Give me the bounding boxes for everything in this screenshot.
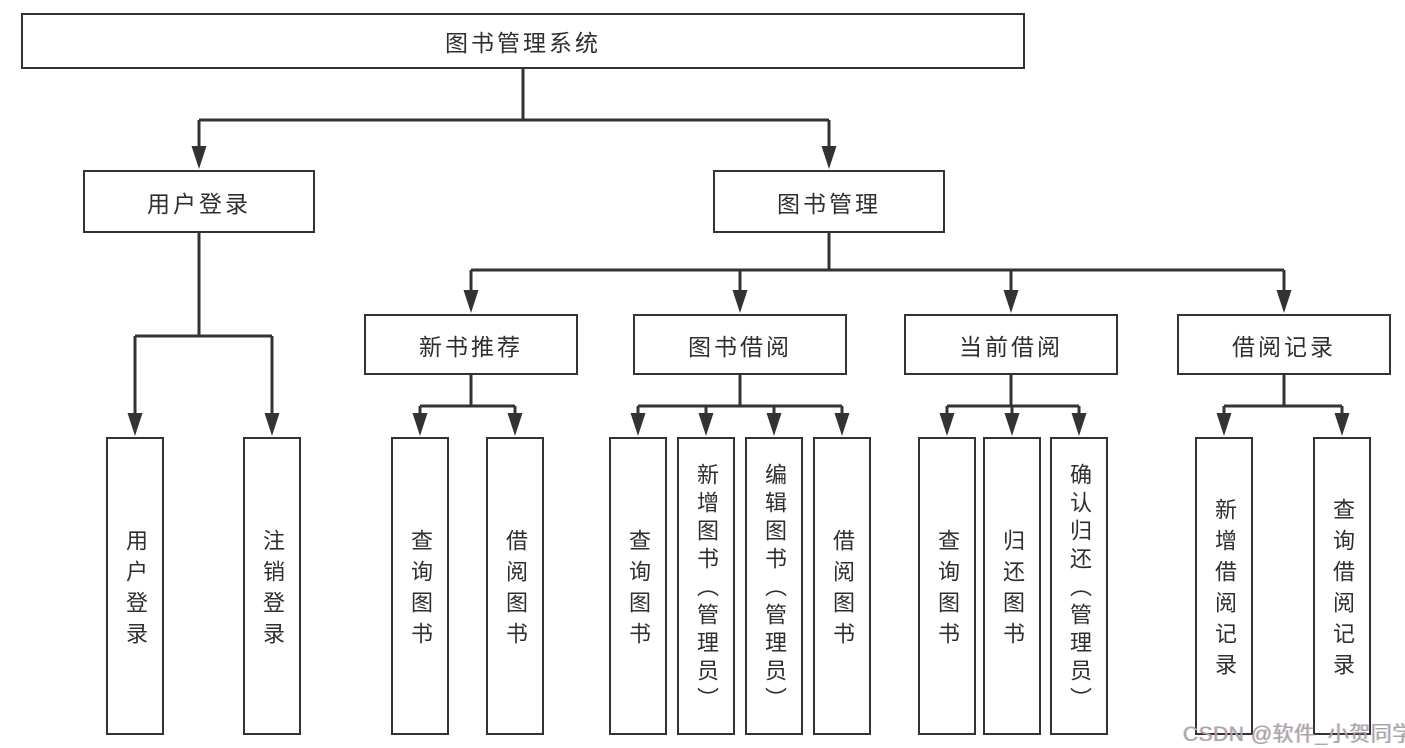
leaf-borrow-books-recommend: 借阅图书 <box>486 437 544 735</box>
node-book-management: 图书管理 <box>713 170 945 233</box>
leaf-confirm-return-admin: 确认归还（管理员） <box>1050 437 1108 735</box>
node-label: 编辑图书（管理员） <box>762 463 787 715</box>
leaf-logout: 注销登录 <box>243 437 301 735</box>
node-label: 归还图书 <box>1000 528 1025 653</box>
arrowhead <box>766 413 782 436</box>
node-label: 用户登录 <box>147 190 251 217</box>
leaf-add-book-admin: 新增图书（管理员） <box>677 437 735 735</box>
arrowhead <box>191 146 207 169</box>
node-label: 新增图书（管理员） <box>694 463 719 715</box>
arrowhead <box>127 413 143 436</box>
leaf-query-books-current: 查询图书 <box>918 437 976 735</box>
node-book-borrowing: 图书借阅 <box>633 314 847 375</box>
arrowhead <box>821 146 837 169</box>
node-label: 图书管理系统 <box>445 30 601 56</box>
node-label: 注销登录 <box>260 528 285 653</box>
node-user-login: 用户登录 <box>83 170 315 233</box>
leaf-add-borrow-record: 新增借阅记录 <box>1195 437 1253 735</box>
arrowhead <box>1216 413 1232 436</box>
leaf-query-books-borrowing: 查询图书 <box>609 437 667 735</box>
arrowhead <box>264 413 280 436</box>
node-label: 用户登录 <box>123 528 148 653</box>
arrowhead <box>1004 413 1020 436</box>
node-new-book-recommendation: 新书推荐 <box>364 314 578 375</box>
edge-current-borrowing-children <box>945 375 1081 418</box>
arrowhead <box>1334 413 1350 436</box>
node-label: 确认归还（管理员） <box>1067 463 1092 715</box>
arrowhead <box>1003 290 1019 313</box>
arrowhead <box>698 413 714 436</box>
arrowhead <box>732 290 748 313</box>
node-label: 查询图书 <box>626 528 651 653</box>
node-label: 查询图书 <box>935 528 960 653</box>
node-label: 查询借阅记录 <box>1330 497 1355 684</box>
edge-book-borrowing-children <box>636 375 844 418</box>
node-label: 新书推荐 <box>419 333 523 360</box>
node-current-borrowing: 当前借阅 <box>904 314 1118 375</box>
node-label: 借阅图书 <box>503 528 528 653</box>
node-label: 新增借阅记录 <box>1212 497 1237 684</box>
arrowhead <box>939 413 955 436</box>
node-label: 图书管理 <box>777 190 881 217</box>
node-library-management-system: 图书管理系统 <box>21 13 1025 69</box>
node-label: 当前借阅 <box>959 333 1063 360</box>
leaf-return-books: 归还图书 <box>983 437 1041 735</box>
csdn-watermark: CSDN @软件_小贺同学 <box>1183 723 1405 746</box>
leaf-edit-book-admin: 编辑图书（管理员） <box>745 437 803 735</box>
leaf-query-books-recommend: 查询图书 <box>391 437 449 735</box>
edge-book-management-children <box>469 233 1286 294</box>
node-label: 图书借阅 <box>688 333 792 360</box>
edge-user-login-children <box>133 233 274 418</box>
arrowhead <box>834 413 850 436</box>
node-label: 借阅图书 <box>830 528 855 653</box>
arrowhead <box>1071 413 1087 436</box>
arrowhead <box>1276 290 1292 313</box>
node-label: 借阅记录 <box>1232 333 1336 360</box>
leaf-borrow-books-borrowing: 借阅图书 <box>813 437 871 735</box>
leaf-user-login: 用户登录 <box>106 437 164 735</box>
arrowhead <box>507 413 523 436</box>
node-label: 查询图书 <box>408 528 433 653</box>
edge-new-book-children <box>418 375 517 418</box>
arrowhead <box>630 413 646 436</box>
leaf-query-borrow-record: 查询借阅记录 <box>1313 437 1371 735</box>
edge-borrowing-records-children <box>1222 375 1344 418</box>
edge-root-to-level2 <box>197 69 831 150</box>
arrowhead <box>463 290 479 313</box>
arrowhead <box>412 413 428 436</box>
node-borrowing-records: 借阅记录 <box>1177 314 1391 375</box>
